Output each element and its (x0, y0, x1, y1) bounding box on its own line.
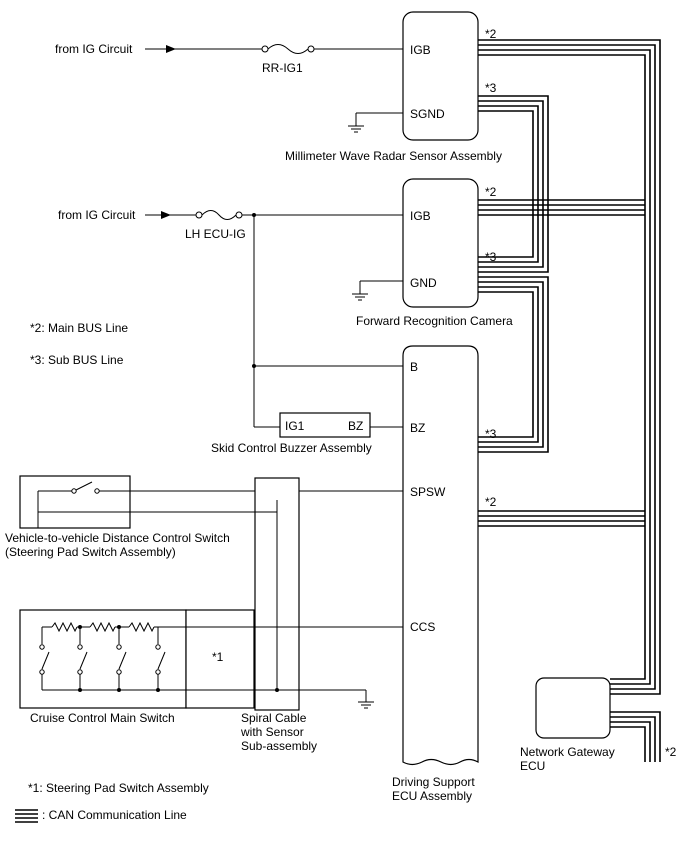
ground-icon (348, 125, 364, 133)
ecu-name-line1: Driving Support (392, 775, 475, 789)
cruise-switch-name: Cruise Control Main Switch (30, 711, 175, 725)
buzzer-name: Skid Control Buzzer Assembly (211, 441, 372, 455)
spiral-cable-line2: with Sensor (240, 725, 304, 739)
gateway-line2: ECU (520, 759, 545, 773)
cruise-switch-box (19, 609, 187, 709)
ecu-pin-b: B (410, 360, 418, 374)
buzzer-pin-ig1: IG1 (285, 419, 305, 433)
sub-bus-mark: *3 (485, 250, 497, 264)
buzzer-pin-bz: BZ (348, 419, 363, 433)
main-bus-mark: *2 (665, 745, 677, 759)
main-bus-mark: *2 (485, 495, 497, 509)
radar-name: Millimeter Wave Radar Sensor Assembly (285, 149, 502, 163)
main-bus-mark: *2 (485, 185, 497, 199)
main-bus-mark: *2 (485, 27, 497, 41)
ecu-box (402, 345, 479, 766)
camera-name: Forward Recognition Camera (356, 314, 513, 328)
note-can-line: : CAN Communication Line (42, 808, 187, 822)
spiral-cable-line1: Spiral Cable (241, 711, 307, 725)
ecu-pin-ccs: CCS (410, 620, 435, 634)
distance-switch-line2: (Steering Pad Switch Assembly) (5, 545, 176, 559)
distance-switch-box (19, 475, 131, 529)
fuse-lh-ecu-ig (195, 210, 243, 220)
distance-switch-line1: Vehicle-to-vehicle Distance Control Swit… (5, 531, 230, 545)
radar-pin-sgnd: SGND (410, 107, 445, 121)
ecu-name-line2: ECU Assembly (392, 789, 472, 803)
sub-bus-mark: *3 (485, 427, 497, 441)
gateway-line1: Network Gateway (520, 745, 615, 759)
spiral-cable-line3: Sub-assembly (241, 739, 317, 753)
radar-sensor-box (402, 11, 479, 141)
can-line-legend-icon (15, 809, 38, 823)
camera-pin-igb: IGB (410, 209, 431, 223)
fuse-rr-ig1 (261, 44, 315, 54)
ig-circuit-label-2: from IG Circuit (58, 208, 136, 222)
gateway-box (535, 677, 611, 739)
junction-dots (78, 625, 279, 692)
radar-pin-igb: IGB (410, 43, 431, 57)
ig-circuit-label-1: from IG Circuit (55, 42, 133, 56)
note-steering-pad: *1: Steering Pad Switch Assembly (28, 781, 209, 795)
can-bus-lines (478, 39, 661, 762)
ecu-pin-spsw: SPSW (410, 485, 446, 499)
steering-pad-mark: *1 (212, 650, 224, 664)
camera-pin-gnd: GND (410, 276, 437, 290)
camera-box (402, 178, 479, 308)
buzzer-box (279, 412, 371, 438)
note-main-bus: *2: Main BUS Line (30, 321, 128, 335)
sub-bus-mark: *3 (485, 81, 497, 95)
ground-icon (352, 293, 368, 301)
fuse-label-rr-ig1: RR-IG1 (262, 61, 303, 75)
note-sub-bus: *3: Sub BUS Line (30, 353, 124, 367)
ecu-pin-bz: BZ (410, 421, 425, 435)
ground-icon (358, 701, 374, 709)
fuse-label-lh-ecu-ig: LH ECU-IG (185, 227, 246, 241)
steering-pad-box (185, 609, 255, 709)
